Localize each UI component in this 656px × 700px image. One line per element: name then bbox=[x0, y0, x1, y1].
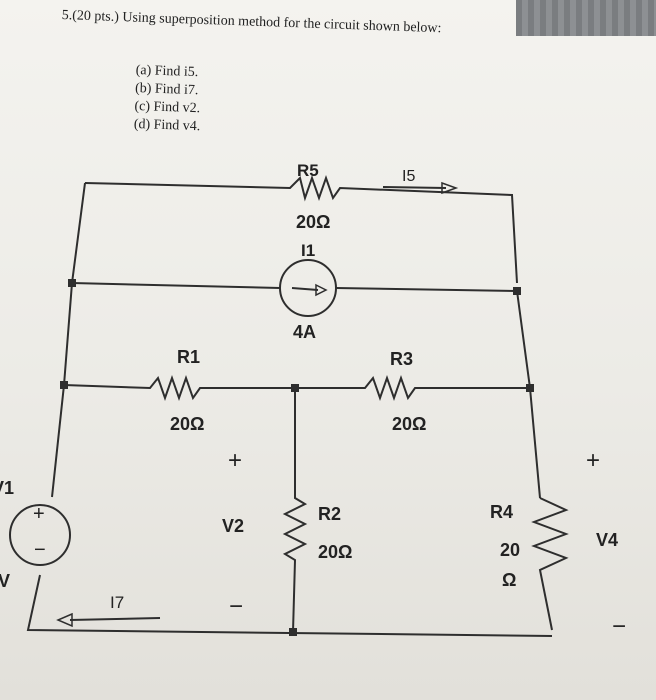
i1-name: I1 bbox=[301, 241, 315, 260]
r1-value: 20Ω bbox=[170, 414, 204, 434]
wire-i1-right bbox=[335, 287, 518, 292]
i1-arrowhead bbox=[315, 283, 328, 297]
wire-left-top bbox=[51, 182, 86, 498]
voltage-source-v1 bbox=[9, 504, 71, 566]
r4-name: R4 bbox=[490, 502, 513, 522]
r3-name: R3 bbox=[390, 349, 413, 369]
v2-minus: − bbox=[229, 593, 243, 620]
node-dot bbox=[526, 384, 534, 392]
i5-arrowhead bbox=[441, 181, 459, 195]
v4-plus: + bbox=[586, 447, 600, 474]
wire-i1-branch bbox=[71, 282, 281, 289]
v1-name: V1 bbox=[0, 478, 14, 498]
wire-top bbox=[84, 174, 518, 284]
v4-minus: − bbox=[612, 613, 626, 640]
current-source-i1 bbox=[279, 259, 337, 317]
r3-value: 20Ω bbox=[392, 414, 426, 434]
r4-value-line2: Ω bbox=[502, 570, 516, 590]
node-dot bbox=[289, 628, 297, 636]
background-edge bbox=[516, 0, 656, 36]
node-dot bbox=[513, 287, 521, 295]
i1-value: 4A bbox=[293, 322, 316, 342]
resistor-r4-zigzag bbox=[531, 497, 569, 631]
source-plus: + bbox=[33, 503, 45, 525]
i7-arrow bbox=[69, 617, 161, 621]
source-minus: − bbox=[34, 539, 46, 561]
v2-name: V2 bbox=[222, 516, 244, 536]
wire-right bbox=[516, 290, 541, 499]
i5-name: I5 bbox=[402, 168, 415, 185]
i5-arrow bbox=[382, 186, 447, 189]
wire-r2 bbox=[282, 388, 308, 633]
r4-value-line1: 20 bbox=[500, 540, 520, 560]
r2-value: 20Ω bbox=[318, 542, 352, 562]
r2-name: R2 bbox=[318, 504, 341, 524]
v4-name: V4 bbox=[596, 530, 618, 550]
node-dot bbox=[68, 279, 76, 287]
i7-name: I7 bbox=[110, 593, 124, 612]
wire-r3 bbox=[295, 374, 530, 402]
v1-unit: V bbox=[0, 571, 10, 591]
i7-arrowhead bbox=[56, 612, 73, 628]
node-dot bbox=[291, 384, 299, 392]
r5-value: 20Ω bbox=[296, 212, 330, 232]
i1-arrow bbox=[291, 287, 319, 291]
wire-bottom bbox=[26, 574, 553, 637]
r1-name: R1 bbox=[177, 347, 200, 367]
node-dot bbox=[60, 381, 68, 389]
r5-name: R5 bbox=[297, 161, 319, 180]
wire-r1 bbox=[63, 374, 295, 402]
v2-plus: + bbox=[228, 447, 242, 474]
